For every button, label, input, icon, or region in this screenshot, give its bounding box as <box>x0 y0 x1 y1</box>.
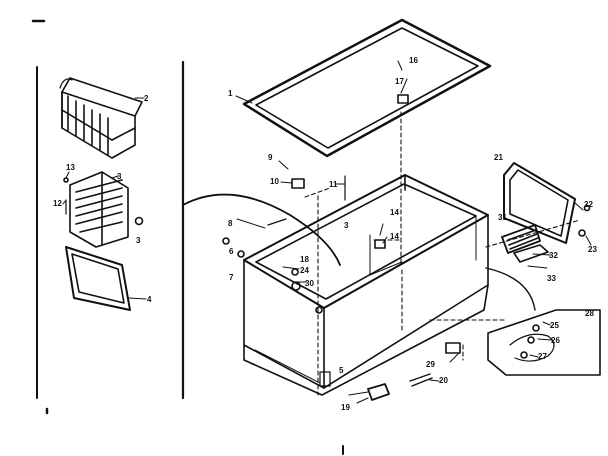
part-label: 25 <box>550 321 559 330</box>
part-label: 30 <box>305 279 314 288</box>
part-label: 16 <box>409 56 418 65</box>
control-panel <box>487 309 601 376</box>
part-labels: 2 1 3 13 12 4 3 17 16 9 10 11 3 14 14 8 … <box>53 56 597 412</box>
grille <box>501 224 549 263</box>
part-label: 26 <box>551 336 560 345</box>
part-label: 27 <box>538 352 547 361</box>
part-label: 33 <box>547 274 556 283</box>
part-label: 18 <box>300 255 309 264</box>
part-label: 2 <box>144 94 149 103</box>
part-label: 9 <box>268 153 273 162</box>
part-label: 4 <box>147 295 152 304</box>
part-label: 6 <box>229 247 234 256</box>
part-label: 1 <box>228 89 233 98</box>
part-label: 29 <box>426 360 435 369</box>
part-label: 31 <box>498 213 507 222</box>
part-label: 22 <box>584 200 593 209</box>
part-label: 28 <box>585 309 594 318</box>
leader-lines <box>62 60 592 404</box>
part-label: 19 <box>341 403 350 412</box>
part-label: 5 <box>339 366 344 375</box>
part-label: 17 <box>395 77 404 86</box>
part-label: 3 <box>136 236 141 245</box>
part-label: 14 <box>390 232 399 241</box>
part-label: 11 <box>329 180 338 189</box>
part-label: 10 <box>270 177 279 186</box>
part-label: 21 <box>494 153 503 162</box>
part-label: 3 <box>344 221 349 230</box>
wire-basket <box>59 77 143 159</box>
part-label: 13 <box>66 163 75 172</box>
part-label: 7 <box>229 273 234 282</box>
freezer-lid <box>242 18 492 158</box>
part-label: 20 <box>439 376 448 385</box>
part-label: 12 <box>53 199 62 208</box>
part-label: 8 <box>228 219 233 228</box>
power-cord <box>485 267 536 311</box>
part-label: 24 <box>300 266 309 275</box>
part-label: 23 <box>588 245 597 254</box>
hinge-hardware <box>222 94 540 401</box>
part-label: 3 <box>117 172 122 181</box>
part-label: 14 <box>390 208 399 217</box>
shelf-rack <box>63 171 144 248</box>
back-panel <box>503 162 591 244</box>
cabinet-body <box>243 174 489 396</box>
door-frame-tray <box>65 246 131 311</box>
part-label: 32 <box>549 251 558 260</box>
drain-tube <box>182 193 341 266</box>
